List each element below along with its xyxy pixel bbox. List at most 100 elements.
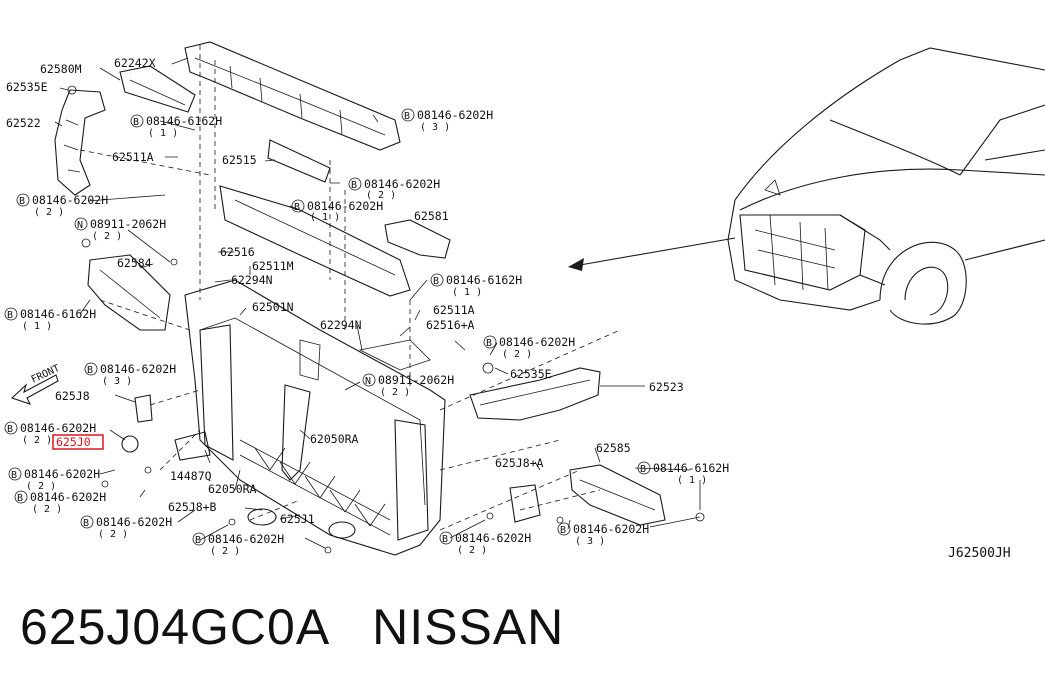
label-08911-2062H-b: 08911-2062H	[378, 373, 454, 387]
qty-08146-6202H-d: ( 1 )	[310, 212, 340, 223]
label-08146-6202H-c: 08146-6202H	[32, 193, 108, 207]
qty-08146-6202H-j: ( 2 )	[98, 529, 128, 540]
parts-diagram: FRONT 62580M 62242X 62535E 62522 B 08146…	[4, 41, 1045, 561]
label-08146-6202H-d: 08146-6202H	[307, 199, 383, 213]
label-62522: 62522	[6, 116, 41, 130]
bolt-mark: B	[133, 117, 139, 128]
label-62050RA-b: 62050RA	[208, 482, 257, 496]
qty-08146-6202H-top: ( 3 )	[420, 122, 450, 133]
label-08146-6202H-j: 08146-6202H	[96, 515, 172, 529]
label-625J1: 625J1	[280, 512, 315, 526]
bolt-mark: B	[83, 518, 89, 529]
label-08146-6202H-e: 08146-6202H	[499, 335, 575, 349]
label-625J0-highlight: 625J0	[56, 435, 91, 449]
label-08146-6162H-b: 08146-6162H	[446, 273, 522, 287]
qty-08146-6162H-a: ( 1 )	[148, 128, 178, 139]
qty-08146-6202H-h: ( 2 )	[26, 481, 56, 492]
label-62516-a: 62516	[220, 245, 255, 259]
qty-08911-2062H-a: ( 2 )	[92, 231, 122, 242]
label-62511M: 62511M	[252, 259, 294, 273]
label-62516A: 62516+A	[426, 318, 475, 332]
nut-mark: N	[365, 376, 371, 387]
label-14487Q: 14487Q	[170, 469, 212, 483]
front-label: FRONT	[30, 363, 62, 386]
qty-08911-2062H-b: ( 2 )	[380, 387, 410, 398]
label-625J8: 625J8	[55, 389, 90, 403]
bolt-mark: B	[442, 534, 448, 545]
label-62242X: 62242X	[114, 56, 156, 70]
label-08146-6202H-m: 08146-6202H	[455, 531, 531, 545]
label-08146-6202H-top: 08146-6202H	[417, 108, 493, 122]
bolt-mark: B	[11, 470, 17, 481]
bolt-mark: B	[294, 202, 300, 213]
right-lower-bracket-drawing	[509, 464, 666, 526]
label-08146-6202H-g: 08146-6202H	[20, 421, 96, 435]
bolt-mark: B	[19, 196, 25, 207]
label-62515: 62515	[222, 153, 257, 167]
qty-08146-6202H-g: ( 2 )	[22, 435, 52, 446]
label-62535E-a: 62535E	[6, 80, 48, 94]
label-08146-6162H-d: 08146-6162H	[653, 461, 729, 475]
part-number: 625J04GC0A	[20, 599, 328, 655]
label-08911-2062H-a: 08911-2062H	[90, 217, 166, 231]
label-62581: 62581	[414, 209, 449, 223]
bolt-mark: B	[17, 493, 23, 504]
bolt-mark: B	[87, 365, 93, 376]
diagram-code: J62500JH	[948, 546, 1011, 561]
assembly-lines	[79, 45, 621, 531]
qty-08146-6202H-m: ( 2 )	[457, 545, 487, 556]
label-08146-6202H-b: 08146-6202H	[364, 177, 440, 191]
qty-08146-6202H-b: ( 2 )	[366, 190, 396, 201]
qty-08146-6162H-c: ( 1 )	[22, 321, 52, 332]
label-62580M: 62580M	[40, 62, 82, 76]
brand-name: NISSAN	[372, 599, 565, 655]
bolt-mark: B	[560, 525, 566, 536]
qty-08146-6202H-l: ( 2 )	[210, 546, 240, 557]
label-625J8B: 625J8+B	[168, 500, 217, 514]
label-625J8A: 625J8+A	[495, 456, 544, 470]
qty-08146-6162H-d: ( 1 )	[677, 475, 707, 486]
bolt-mark: B	[7, 424, 13, 435]
right-member-drawing	[469, 362, 601, 421]
label-08146-6202H-k: 08146-6202H	[573, 522, 649, 536]
qty-08146-6162H-b: ( 1 )	[452, 287, 482, 298]
label-08146-6202H-h: 08146-6202H	[24, 467, 100, 481]
label-08146-6162H-c: 08146-6162H	[20, 307, 96, 321]
label-08146-6162H-a: 08146-6162H	[146, 114, 222, 128]
label-62511A-b: 62511A	[433, 303, 475, 317]
label-62584: 62584	[117, 256, 152, 270]
left-bracket-drawing	[54, 85, 106, 196]
bolt-mark: B	[640, 464, 646, 475]
bolt-mark: B	[433, 276, 439, 287]
label-08146-6202H-f: 08146-6202H	[100, 362, 176, 376]
qty-08146-6202H-e: ( 2 )	[502, 349, 532, 360]
leader-lines	[54, 57, 701, 549]
label-08146-6202H-i: 08146-6202H	[30, 490, 106, 504]
core-support-drawing	[184, 279, 446, 556]
qty-08146-6202H-k: ( 3 )	[575, 536, 605, 547]
bolt-mark: B	[404, 111, 410, 122]
bolt-mark: B	[195, 535, 201, 546]
car-illustration	[727, 47, 1045, 325]
qty-08146-6202H-c: ( 2 )	[34, 207, 64, 218]
qty-08146-6202H-i: ( 2 )	[32, 504, 62, 515]
part-caption: 625J04GC0A NISSAN	[20, 598, 564, 656]
label-08146-6202H-l: 08146-6202H	[208, 532, 284, 546]
left-member-drawing	[81, 238, 178, 331]
locator-arrow	[568, 237, 736, 271]
nut-mark: N	[77, 220, 83, 231]
qty-08146-6202H-f: ( 3 )	[102, 376, 132, 387]
right-upper-bracket-drawing	[384, 219, 451, 259]
bolt-mark: B	[486, 338, 492, 349]
label-62523: 62523	[649, 380, 684, 394]
upper-support-drawing	[119, 41, 411, 297]
bolt-mark: B	[351, 180, 357, 191]
label-62501N: 62501N	[252, 300, 294, 314]
label-62535E-b: 62535E	[510, 367, 552, 381]
label-62294N-b: 62294N	[320, 318, 362, 332]
bolt-mark: B	[7, 310, 13, 321]
label-62050RA-a: 62050RA	[310, 432, 359, 446]
highlight-box	[52, 434, 104, 450]
part-labels: 62580M 62242X 62535E 62522 B 08146-6162H…	[4, 56, 1011, 561]
